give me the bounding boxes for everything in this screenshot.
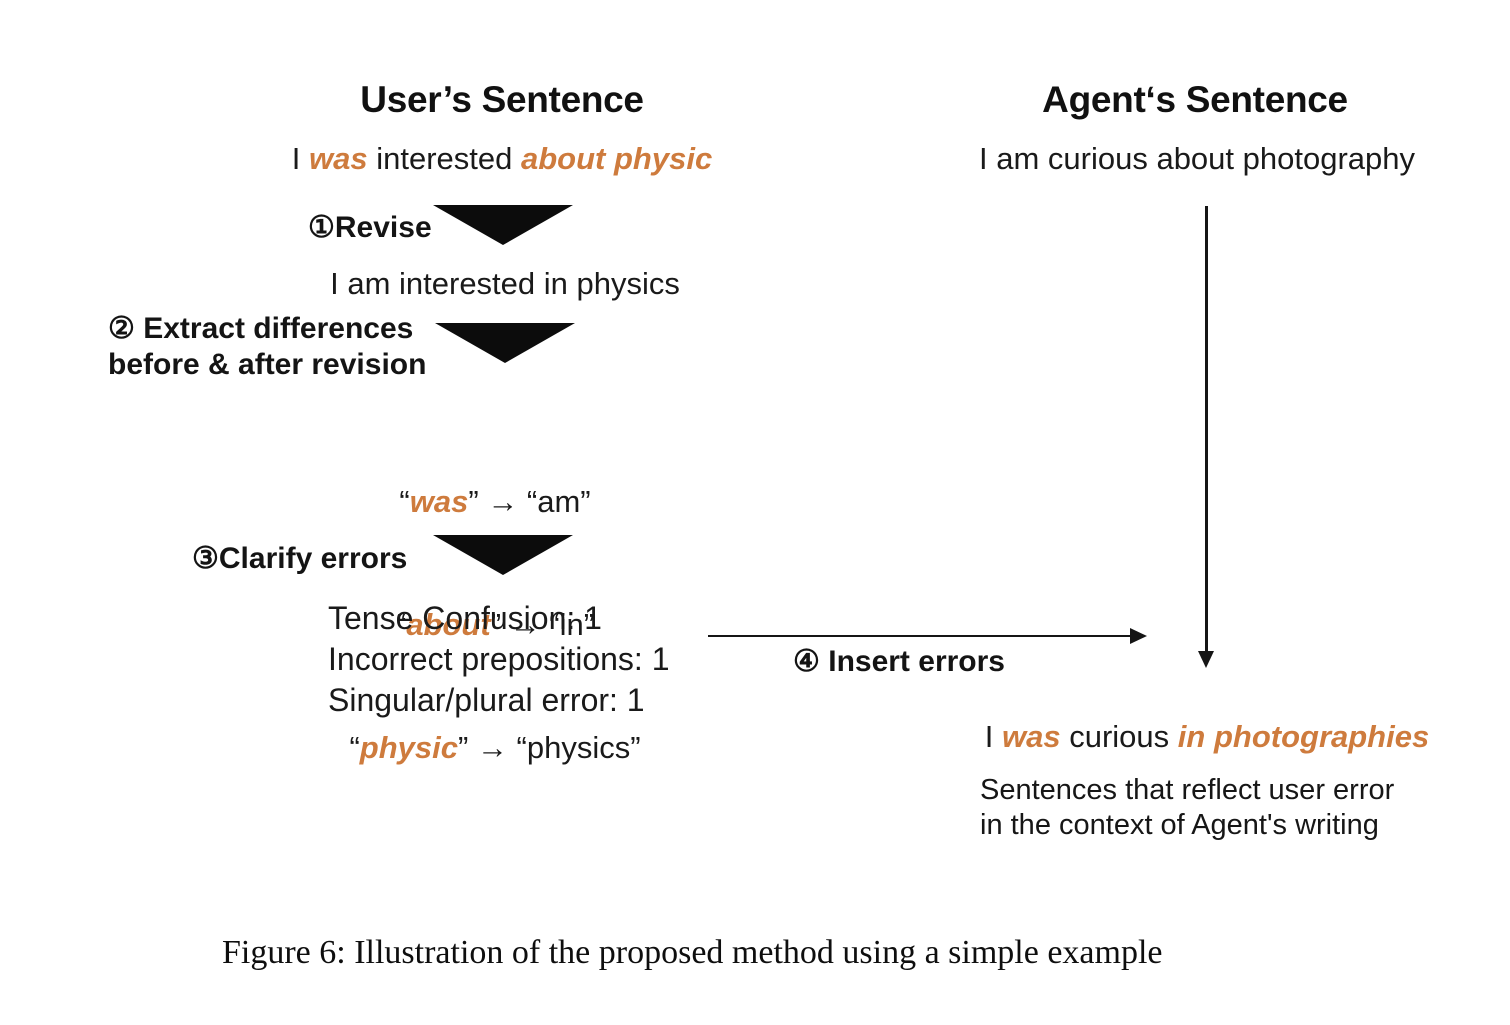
error-count-line: Singular/plural error: 1 [328, 682, 645, 718]
mapping-target: → “am” [478, 484, 591, 519]
sentence-part: I [291, 141, 310, 176]
difference-row: “was” → “am” [245, 481, 745, 522]
agent-error-injected-sentence: I was curious in photographies [940, 719, 1474, 755]
step2-down-arrow-icon [435, 323, 575, 363]
agent-flow-arrowhead-icon [1198, 651, 1214, 668]
step2-label-line2: before & after revision [108, 348, 427, 381]
open-quote: “ [349, 730, 360, 765]
step2-label-line1: ② Extract differences [108, 312, 414, 345]
source-word: about [406, 607, 491, 642]
error-word-was: was [1002, 719, 1061, 754]
mapping-target: → “physics” [468, 730, 641, 765]
insert-errors-arrow-line [708, 635, 1134, 637]
error-count-line: Tense Confusion: 1 [328, 600, 602, 636]
insert-errors-arrowhead-icon [1130, 628, 1147, 644]
result-note-line1: Sentences that reflect user error [980, 774, 1395, 806]
sentence-part: interested [367, 141, 521, 176]
source-word: physic [359, 730, 458, 765]
sentence-part: I [984, 719, 1002, 754]
source-word: was [409, 484, 469, 519]
open-quote: “ [399, 484, 410, 519]
agent-flow-arrow-line [1205, 206, 1208, 654]
step1-revise-label: ①Revise [308, 211, 432, 244]
user-sentence-heading: User’s Sentence [360, 79, 644, 120]
error-count-line: Incorrect prepositions: 1 [328, 641, 670, 677]
difference-row: “physic” → “physics” [245, 727, 745, 768]
error-phrase-in-photographies: in photographies [1177, 719, 1430, 754]
error-word-was: was [309, 141, 368, 176]
agent-sentence-heading: Agent‘s Sentence [1042, 79, 1348, 120]
result-note: Sentences that reflect user error in the… [980, 773, 1394, 843]
agent-original-sentence: I am curious about photography [979, 141, 1415, 176]
step2-extract-differences-label: ② Extract differences before & after rev… [108, 311, 426, 383]
close-quote: ” [468, 484, 479, 519]
difference-row: “about” → “in” [245, 604, 745, 645]
close-quote: ” [490, 607, 502, 642]
user-revised-sentence: I am interested in physics [330, 266, 680, 301]
differences-list: “was” → “am” “about” → “in” “physic” → “… [245, 399, 745, 850]
step4-insert-errors-label: ④ Insert errors [793, 645, 1005, 678]
error-counts-list: Tense Confusion: 1 Incorrect preposition… [328, 598, 670, 721]
result-note-line2: in the context of Agent's writing [980, 809, 1379, 841]
step1-down-arrow-icon [433, 205, 573, 245]
step3-down-arrow-icon [433, 535, 573, 575]
error-phrase-about-physic: about physic [521, 141, 713, 176]
figure-caption: Figure 6: Illustration of the proposed m… [222, 934, 1163, 971]
open-quote: “ [395, 607, 407, 642]
step3-clarify-errors-label: ③Clarify errors [192, 542, 408, 575]
close-quote: ” [457, 730, 469, 765]
user-original-sentence: I was interested about physic [222, 141, 782, 177]
sentence-part: curious [1060, 719, 1178, 754]
mapping-target: → “in” [501, 607, 595, 642]
